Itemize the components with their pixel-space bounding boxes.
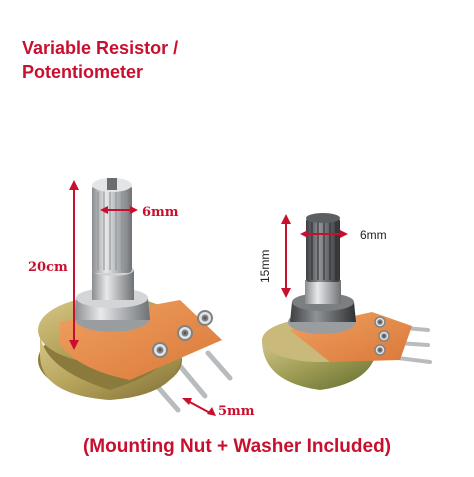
large-dimension-arrows	[69, 180, 216, 416]
small-dimension-arrows	[281, 214, 348, 298]
large-terminal-holes	[152, 310, 213, 358]
large-shaft-width-label: 6mm	[142, 205, 179, 220]
page-title: Variable Resistor / Potentiometer	[22, 36, 178, 84]
small-bushing	[305, 280, 341, 304]
large-height-label: 20cm	[28, 260, 68, 275]
large-potentiometer: 6mm 20cm 5mm	[28, 178, 255, 419]
title-line-1: Variable Resistor /	[22, 38, 179, 58]
title-line-2: Potentiometer	[22, 62, 144, 82]
small-height-label: 15mm	[258, 250, 272, 283]
small-potentiometer: 6mm 15mm	[258, 213, 432, 390]
caption: (Mounting Nut + Washer Included)	[82, 436, 392, 457]
small-shaft	[306, 218, 340, 282]
small-terminal-holes	[374, 316, 390, 356]
large-pin-spacing-label: 5mm	[218, 404, 255, 419]
small-shaft-width-label: 6mm	[360, 228, 387, 242]
